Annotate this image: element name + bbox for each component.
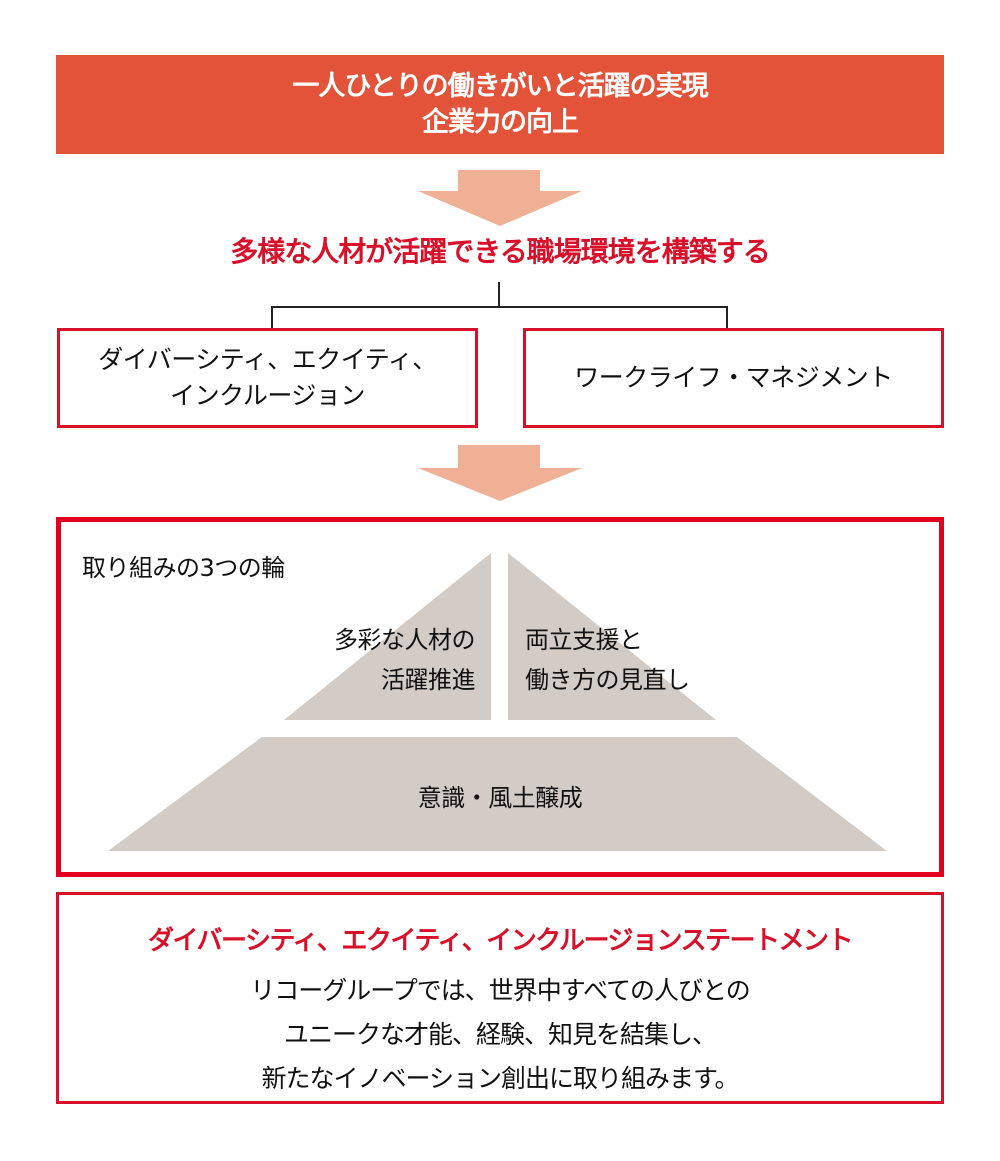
- dei-statement-box: ダイバーシティ、エクイティ、インクルージョンステートメント リコーグループでは、…: [56, 892, 944, 1104]
- pillar-work-life-label: ワークライフ・マネジメント: [574, 363, 893, 392]
- dei-statement-body: リコーグループでは、世界中すべての人びとの ユニークな才能、経験、知見を結集し、…: [59, 969, 941, 1101]
- down-arrow-icon: [418, 445, 582, 501]
- right-triangle-line-2: 働き方の見直し: [525, 666, 690, 694]
- left-triangle-line-2: 活躍推進: [381, 666, 476, 694]
- down-arrow-icon: [418, 170, 582, 226]
- vision-line-1: 一人ひとりの働きがいと活躍の実現: [292, 70, 708, 102]
- pillar-dei: ダイバーシティ、エクイティ、 インクルージョン: [57, 328, 478, 428]
- goal-heading: 多様な人材が活躍できる職場環境を構築する: [230, 235, 770, 268]
- connector-left-drop: [271, 306, 273, 329]
- base-label: 意識・風土醸成: [417, 784, 583, 812]
- vision-header-box: 一人ひとりの働きがいと活躍の実現 企業力の向上: [56, 55, 944, 154]
- statement-line: リコーグループでは、世界中すべての人びとの: [250, 976, 751, 1005]
- right-triangle-line-1: 両立支援と: [525, 626, 643, 654]
- connector-vertical: [498, 282, 500, 308]
- left-triangle-line-1: 多彩な人材の: [334, 626, 476, 654]
- right-triangle-label: 両立支援と 働き方の見直し: [525, 620, 785, 700]
- pillar-dei-line-1: ダイバーシティ、エクイティ、: [98, 345, 437, 374]
- connector-horizontal: [271, 306, 728, 308]
- left-triangle-label: 多彩な人材の 活躍推進: [270, 620, 476, 700]
- dei-statement-title: ダイバーシティ、エクイティ、インクルージョンステートメント: [147, 926, 854, 956]
- pillar-work-life: ワークライフ・マネジメント: [523, 328, 944, 428]
- connector-right-drop: [726, 306, 728, 329]
- pillar-dei-line-2: インクルージョン: [170, 381, 365, 410]
- statement-line: ユニークな才能、経験、知見を結集し、: [283, 1020, 717, 1049]
- three-wheels-title: 取り組みの3つの輪: [82, 554, 285, 582]
- vision-line-2: 企業力の向上: [422, 106, 579, 138]
- statement-line: 新たなイノベーション創出に取り組みます。: [261, 1064, 739, 1093]
- three-wheels-box: [56, 517, 944, 877]
